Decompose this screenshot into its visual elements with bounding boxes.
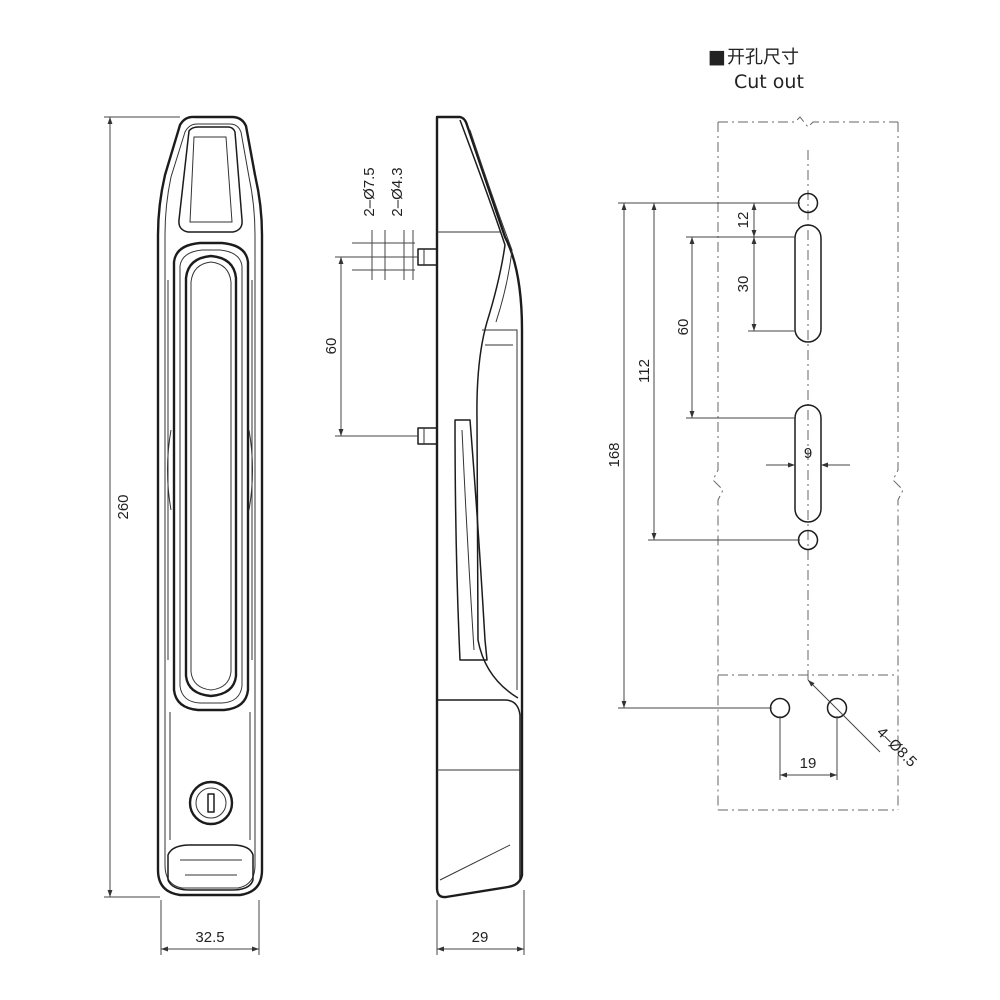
cutout-dim-168: 168 (606, 202, 772, 709)
cutout-dim-12: 12 (735, 202, 800, 238)
stud-spacing-label: 60 (323, 338, 340, 355)
side-depth-dimension: 29 (436, 890, 525, 955)
hole-large-label: 2–Ø7.5 (361, 167, 378, 216)
cutout-holes-callout: 4–Ø8.5 (807, 679, 920, 771)
dim-112-label: 112 (636, 359, 653, 383)
title-english: Cut out (734, 71, 804, 93)
mounting-stud-lower (417, 427, 438, 445)
side-spacing-dimension: 60 (323, 256, 418, 437)
cutout-dim-19: 19 (779, 716, 838, 780)
cutout-dim-112: 112 (636, 202, 800, 541)
cutout-dim-60: 60 (675, 236, 796, 419)
cutout-view (712, 116, 904, 811)
front-height-dimension: 260 (104, 116, 180, 898)
dim-30-label: 30 (735, 276, 752, 293)
dim-60-label: 60 (675, 319, 692, 336)
front-width-dimension: 32.5 (160, 900, 260, 955)
side-hole-dimensions: 2–Ø7.5 2–Ø4.3 (352, 167, 415, 280)
dim-9-label: 9 (804, 445, 812, 462)
lock-cylinder-icon (188, 780, 234, 826)
side-depth-label: 29 (472, 929, 489, 946)
cutout-hole-bottom-right (826, 697, 848, 719)
side-view (417, 115, 524, 899)
cutout-dim-9: 9 (766, 445, 850, 468)
title-square-icon: ■ (708, 46, 726, 68)
holes-callout-label: 4–Ø8.5 (873, 724, 920, 771)
mounting-stud-upper (417, 248, 438, 266)
cutout-hole-bottom-left (769, 697, 791, 719)
dim-168-label: 168 (606, 442, 623, 467)
cutout-slot-upper (794, 224, 822, 343)
title-chinese: 开孔尺寸 (727, 47, 799, 68)
front-width-label: 32.5 (195, 929, 224, 946)
cutout-title: ■ 开孔尺寸 Cut out (708, 46, 804, 93)
front-height-label: 260 (115, 494, 132, 519)
cutout-dim-30: 30 (735, 237, 796, 332)
dim-19-label: 19 (800, 755, 817, 772)
front-view (156, 115, 264, 897)
hole-small-label: 2–Ø4.3 (389, 167, 406, 216)
dim-12-label: 12 (735, 212, 752, 229)
